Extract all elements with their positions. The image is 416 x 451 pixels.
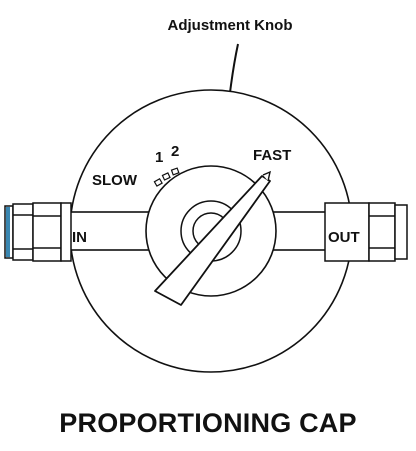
port-out-label: OUT — [328, 229, 360, 246]
scale-detents — [153, 167, 180, 187]
diagram-title: PROPORTIONING CAP — [59, 408, 357, 438]
callout-label: Adjustment Knob — [168, 17, 293, 34]
inlet-fitting — [4, 202, 72, 262]
port-in-label: IN — [72, 229, 87, 246]
outlet-fitting — [324, 202, 408, 262]
scale-mark-2-label: 2 — [171, 143, 179, 160]
scale-mark-1-label: 1 — [155, 149, 163, 166]
scale-fast-label: FAST — [253, 147, 291, 164]
inlet-ring — [6, 207, 10, 257]
scale-slow-label: SLOW — [92, 172, 138, 189]
adjustment-knob-lever[interactable] — [154, 170, 271, 306]
